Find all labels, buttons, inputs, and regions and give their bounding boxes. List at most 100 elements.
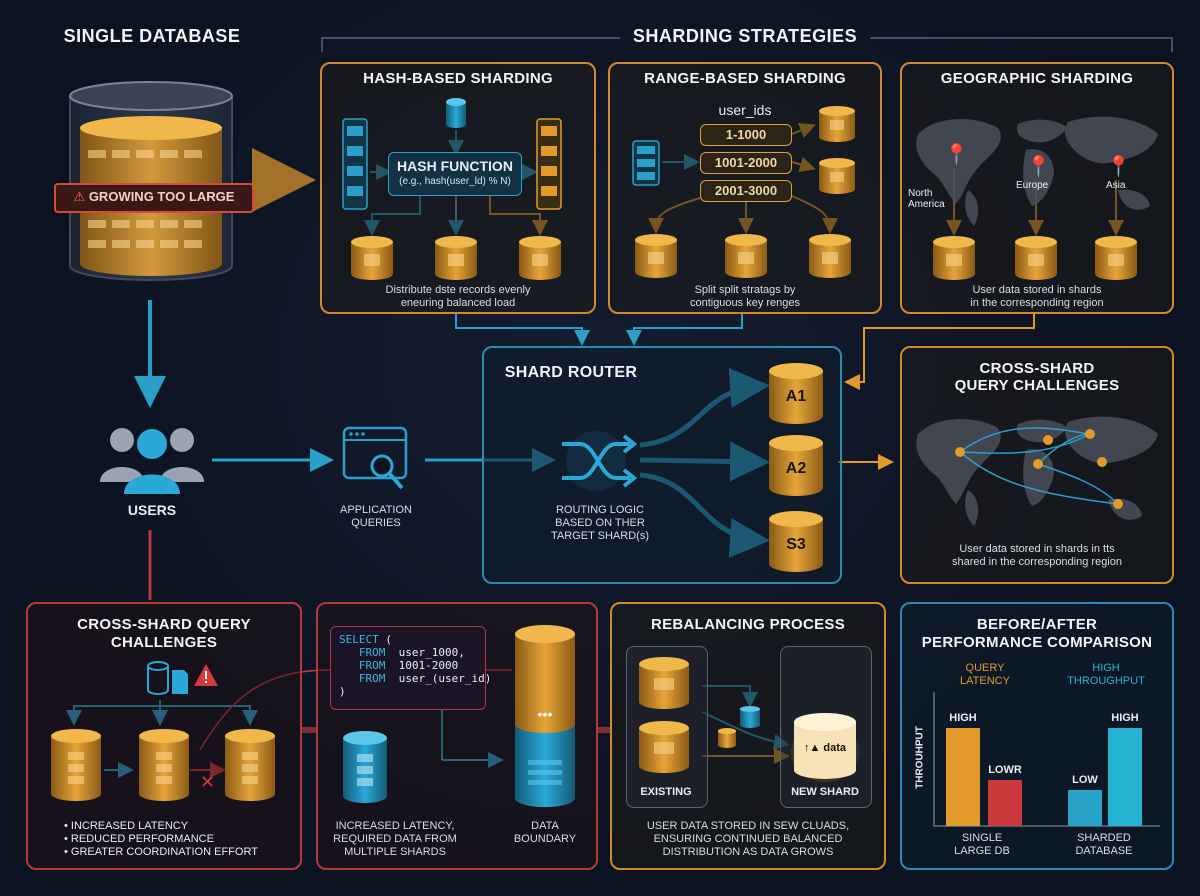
geo-caption-line-1: User data stored in shards	[972, 284, 1102, 296]
sql-line-5: )	[339, 685, 346, 698]
latency-sharded-bar-label: LOWR	[988, 764, 1022, 776]
existing-shard-2-icon	[639, 721, 689, 773]
north-america-pin-icon: 📍	[944, 144, 969, 166]
query-caption-line-1: INCREASED LATENCY,	[335, 820, 455, 832]
shard-a2-cylinder	[769, 435, 823, 496]
application-query-icon	[342, 426, 408, 490]
range-shard-2-icon	[725, 234, 767, 278]
records-list-icon	[342, 118, 368, 210]
shard-a2-label: A2	[785, 460, 807, 477]
hash-formula: (e.g., hash(user_ld) % N)	[399, 176, 511, 187]
growing-too-large-badge: ⚠ GROWING TOO LARGE	[54, 183, 254, 213]
latency-single-bar	[946, 728, 980, 826]
geo-shard-na-icon	[933, 236, 975, 280]
range-key-label: user_ids	[718, 102, 772, 118]
europe-label: Europe	[1016, 180, 1049, 191]
cross-shard-right-title-1: CROSS-SHARD	[979, 360, 1095, 377]
moving-shard-teal-icon	[740, 706, 760, 728]
single-db-title: SINGLE DATABASE	[63, 26, 241, 46]
cross-shard-right-title-2: QUERY CHALLENGES	[954, 377, 1120, 394]
range-caption-line-1: Split split stratags by	[694, 284, 796, 296]
range-shard-1-icon	[635, 234, 677, 278]
query-source-db-icon	[343, 731, 387, 803]
sql-line-2: FROM user_1000,	[339, 646, 465, 659]
bullet-coordination-effort: • GREATER COORDINATION EFFORT	[64, 846, 258, 858]
sql-line-4: FROM user_(user_id)	[339, 672, 492, 685]
rebalance-caption-line-1: USER DATA STORED IN SEW CLUADS,	[646, 820, 850, 832]
users-label: USERS	[127, 502, 177, 518]
moving-shard-orange-icon	[718, 728, 736, 748]
cross-shard-db-3-icon	[225, 729, 275, 801]
routing-logic-line-1: ROUTING LOGIC	[555, 504, 644, 516]
shard-router-title: SHARD ROUTER	[504, 364, 638, 381]
throughput-single-bar	[1068, 790, 1102, 826]
shuffle-routing-icon	[562, 431, 638, 491]
sql-query-code-block: SELECT ( FROM user_1000, FROM 1001-2000 …	[330, 626, 492, 710]
latency-sharded-bar	[988, 780, 1022, 826]
cross-shard-db-1-icon	[51, 729, 101, 801]
rebalance-caption-line-2: ENSURING CONTINUED BALANCED	[653, 833, 843, 845]
sharding-strategies-title: SHARDING STRATEGIES	[632, 26, 858, 46]
cross-shard-bullets: • INCREASED LATENCY • REDUCED PERFORMANC…	[64, 820, 258, 859]
range-caption-line-2: contiguous key renges	[689, 297, 801, 309]
chart-axis-label: THROUHPUT	[914, 726, 926, 789]
single-db-caption-1: SINGLE	[961, 832, 1003, 844]
range-2-pill: 1001-2000	[700, 152, 792, 174]
north-america-label: North America	[908, 188, 945, 210]
hash-shard-1-icon	[351, 236, 393, 280]
geo-shard-eu-icon	[1015, 236, 1057, 280]
users-icon	[100, 428, 204, 494]
cross-shard-right-caption-2: shared in the corresponding region	[951, 556, 1122, 568]
range-sharding-title: RANGE-BASED SHARDING	[644, 70, 846, 87]
asia-label: Asia	[1106, 180, 1126, 191]
latency-single-bar-label: HIGH	[949, 712, 977, 724]
warning-icon: ⚠	[73, 189, 89, 204]
failed-link-x-icon: ✕	[200, 772, 216, 792]
sharded-db-caption-2: DATABASE	[1075, 845, 1133, 857]
cross-shard-left-title-1: CROSS-SHARD QUERY	[77, 616, 251, 633]
europe-pin-icon: 📍	[1026, 156, 1051, 178]
rebalance-caption-line-3: DISTRIBUTION AS DATA GROWS	[662, 846, 834, 858]
data-boundary-cylinder	[515, 625, 575, 807]
hash-sharding-title: HASH-BASED SHARDING	[363, 70, 553, 87]
range-1-pill: 1-1000	[700, 124, 792, 146]
new-shard-data-label: ↑▲ data	[803, 742, 847, 754]
hash-function-label: HASH FUNCTION	[397, 158, 513, 174]
new-shard-cylinder	[791, 713, 859, 782]
routing-logic-line-2: BASED ON THER	[555, 517, 645, 529]
sql-line-1: SELECT (	[339, 633, 392, 646]
boundary-label-line-1: DATA	[531, 820, 559, 832]
sharded-db-caption-1: SHARDED	[1077, 832, 1131, 844]
hash-shard-3-icon	[519, 236, 561, 280]
throughput-group-title: HIGH THROUGHPUT	[1067, 662, 1145, 687]
hash-caption-line-2: eneuring balanced load	[400, 297, 516, 309]
shard-s3-cylinder	[769, 511, 823, 572]
geographic-sharding-title: GEOGRAPHIC SHARDING	[940, 70, 1134, 87]
bullet-increased-latency: • INCREASED LATENCY	[64, 820, 189, 832]
routing-logic-line-3: TARGET SHARD(s)	[551, 530, 649, 542]
source-database-icon	[446, 98, 466, 128]
asia-pin-icon: 📍	[1106, 156, 1131, 178]
rebalancing-title: REBALANCING PROCESS	[650, 616, 846, 633]
throughput-sharded-bar	[1108, 728, 1142, 826]
performance-title-1: BEFORE/AFTER	[976, 616, 1098, 633]
shard-a1-cylinder	[769, 363, 823, 424]
latency-group-title: QUERY LATENCY	[960, 662, 1010, 687]
shard-a1-label: A1	[785, 388, 807, 405]
performance-title-2: PERFORMANCE COMPARISON	[921, 634, 1153, 651]
sql-line-3: FROM 1001-2000	[339, 659, 459, 672]
range-records-icon	[632, 140, 660, 186]
query-caption-line-2: REQUIRED DATA FROM	[333, 833, 457, 845]
existing-shard-1-icon	[639, 657, 689, 709]
upload-icon: ↑▲	[803, 742, 824, 754]
cross-shard-db-2-icon	[139, 729, 189, 801]
geo-caption-line-2: in the corresponding region	[970, 297, 1104, 309]
application-label-line-2: QUERIES	[351, 517, 401, 529]
shard-s3-label: S3	[786, 536, 806, 553]
range-shard-mid-icon	[819, 158, 855, 194]
throughput-single-bar-label: LOW	[1072, 774, 1098, 786]
throughput-sharded-bar-label: HIGH	[1111, 712, 1139, 724]
existing-label: EXISTING	[640, 786, 692, 798]
bullet-reduced-performance: • REDUCED PERFORMANCE	[64, 833, 214, 845]
